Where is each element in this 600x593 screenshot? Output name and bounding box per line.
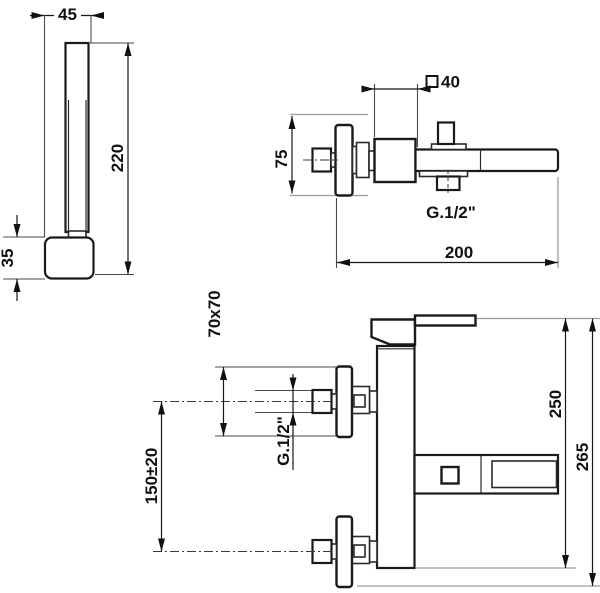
dim-front-thread: G.1/2": [274, 374, 297, 470]
dim-label-265: 265: [573, 443, 592, 471]
square-symbol-icon: [425, 75, 439, 88]
mixer-front-view: 70x70 G.1/2" 150±20 250 265: [142, 290, 600, 589]
hand-shower-view: 45 220 35: [0, 5, 134, 301]
dim-side-reach: 200: [337, 243, 558, 266]
bottom-union-square-detail: [353, 544, 366, 558]
front-body-column: [375, 344, 416, 570]
side-escutcheon: [334, 123, 354, 197]
front-bottom-inlet-union: [311, 515, 378, 589]
front-spout-opening: [491, 460, 558, 489]
mixer-side-view: 40 75 G.1/2" 200: [272, 73, 560, 268]
top-union-step: [368, 390, 378, 413]
dim-front-inlet-centers: 150±20: [142, 401, 165, 552]
side-diverter-knob: [436, 121, 456, 146]
front-handle-lever: [413, 314, 477, 327]
side-thread-label: G.1/2": [426, 203, 476, 222]
dim-label-70x70: 70x70: [205, 290, 224, 337]
side-collar-block: [355, 141, 370, 179]
dim-front-escutcheon: 70x70: [205, 290, 227, 436]
front-handle-housing: [370, 318, 417, 346]
dim-hand-shower-length: 220: [90, 42, 134, 276]
side-spout-arm: [414, 148, 560, 173]
dim-label-250: 250: [546, 390, 565, 418]
dim-label-45: 45: [58, 5, 77, 24]
hand-shower-head: [43, 236, 95, 280]
dim-front-body-height: 250: [546, 318, 569, 568]
dim-side-body-square: 40: [361, 73, 460, 93]
front-spout: [413, 453, 560, 495]
dim-label-200: 200: [445, 243, 473, 262]
dim-label-35: 35: [0, 249, 17, 268]
side-hose-outlet: [435, 175, 461, 192]
front-thread-label: G.1/2": [274, 416, 293, 466]
dim-hand-shower-head-height: 35: [0, 215, 45, 301]
front-diverter-square: [440, 465, 460, 485]
top-union-square-detail: [353, 394, 366, 408]
dim-label-75: 75: [272, 150, 291, 169]
dim-label-150-20: 150±20: [142, 448, 161, 505]
top-escutcheon: [335, 365, 354, 439]
bottom-union-step: [368, 540, 378, 563]
dim-label-220: 220: [108, 144, 127, 172]
dim-front-overall-height: 265: [573, 318, 596, 586]
side-mixer-body: [373, 137, 417, 184]
bottom-escutcheon: [335, 515, 354, 589]
dim-label-40: 40: [441, 73, 460, 92]
dim-side-height: 75: [272, 116, 296, 194]
dim-hand-shower-width: 45: [30, 5, 104, 237]
front-top-inlet-union: [311, 365, 378, 439]
